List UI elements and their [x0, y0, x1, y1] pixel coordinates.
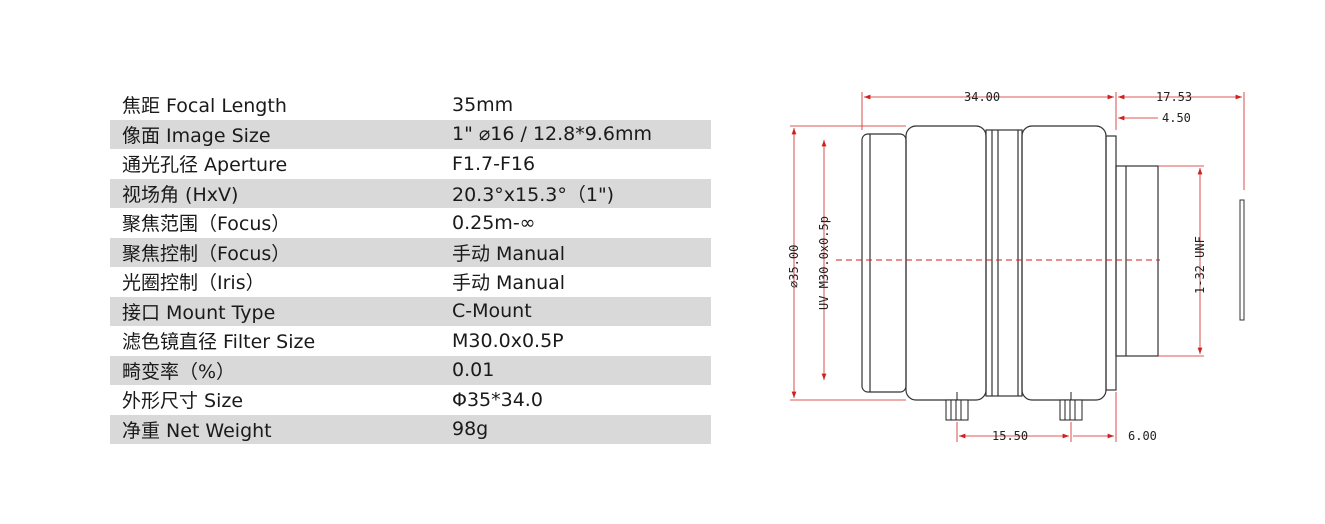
- spec-value: M30.0x0.5P: [452, 329, 564, 352]
- dimension-filter-thread: UV M30.0x0.5p: [817, 140, 831, 380]
- spec-value: 手动 Manual: [452, 242, 566, 265]
- rear-plate: [1239, 199, 1245, 321]
- dim-mount-thread-label: 1-32 UNF: [1193, 236, 1207, 294]
- spec-row-iris-control: 光圈控制（Iris） 手动 Manual: [110, 267, 711, 297]
- spec-row-focus-range: 聚焦范围（Focus） 0.25m-∞: [110, 208, 711, 238]
- dimension-screw-offset: 6.00: [1073, 392, 1157, 443]
- spec-value: 1" ⌀16 / 12.8*9.6mm: [452, 123, 653, 146]
- spec-value: Φ35*34.0: [452, 388, 543, 411]
- spec-row-aperture: 通光孔径 Aperture F1.7-F16: [110, 149, 711, 179]
- spec-table: 焦距 Focal Length 35mm 像面 Image Size 1" ⌀1…: [110, 90, 711, 444]
- spec-row-net-weight: 净重 Net Weight 98g: [110, 414, 711, 444]
- spec-value: 20.3°x15.3°（1"): [452, 183, 615, 206]
- spec-row-mount-type: 接口 Mount Type C-Mount: [110, 296, 711, 326]
- spec-value: 0.25m-∞: [452, 211, 536, 234]
- spec-row-focal-length: 焦距 Focal Length 35mm: [110, 90, 711, 120]
- dim-screw-spacing-label: 15.50: [992, 429, 1028, 443]
- spec-label: 畸变率（%）: [122, 360, 236, 383]
- dim-screw-offset-label: 6.00: [1128, 429, 1157, 443]
- spec-label: 焦距 Focal Length: [122, 95, 287, 118]
- spec-value: 0.01: [452, 359, 495, 382]
- dimension-mount-thread: 1-32 UNF: [1158, 165, 1207, 357]
- spec-label: 聚焦范围（Focus）: [122, 213, 291, 236]
- spec-row-field-of-view: 视场角 (HxV) 20.3°x15.3°（1"): [110, 178, 711, 208]
- spec-row-filter-size: 滤色镜直径 Filter Size M30.0x0.5P: [110, 326, 711, 356]
- spec-label: 接口 Mount Type: [122, 301, 276, 324]
- dimension-mount-length: 17.53: [1118, 90, 1245, 190]
- lock-screw-front: [945, 392, 969, 421]
- spec-value: F1.7-F16: [452, 152, 536, 175]
- spec-label: 滤色镜直径 Filter Size: [122, 331, 316, 354]
- spec-label: 聚焦控制（Focus）: [122, 242, 291, 265]
- spec-value: 手动 Manual: [452, 272, 566, 295]
- spec-row-size: 外形尺寸 Size Φ35*34.0: [110, 385, 711, 415]
- dim-mount-length-label: 17.53: [1156, 90, 1192, 104]
- dim-diameter-label: ⌀35.00: [787, 245, 801, 288]
- spec-label: 视场角 (HxV): [122, 183, 239, 206]
- spec-row-focus-control: 聚焦控制（Focus） 手动 Manual: [110, 237, 711, 267]
- spec-row-image-size: 像面 Image Size 1" ⌀16 / 12.8*9.6mm: [110, 119, 711, 149]
- dimension-diameter: ⌀35.00: [787, 125, 906, 401]
- dim-length-label: 34.00: [964, 90, 1000, 104]
- dim-thread-depth-label: 4.50: [1162, 111, 1191, 125]
- spec-row-distortion: 畸变率（%） 0.01: [110, 355, 711, 385]
- spec-label: 像面 Image Size: [122, 124, 271, 147]
- spec-label: 通光孔径 Aperture: [122, 154, 288, 177]
- dim-filter-thread-label: UV M30.0x0.5p: [817, 216, 831, 310]
- spec-value: 35mm: [452, 93, 514, 116]
- dimension-length: 34.00: [861, 90, 1117, 130]
- spec-label: 外形尺寸 Size: [122, 390, 244, 413]
- dimension-thread-depth: 4.50: [1118, 111, 1191, 125]
- spec-value: 98g: [452, 418, 489, 441]
- dimension-screw-spacing: 15.50: [956, 422, 1072, 443]
- spec-label: 光圈控制（Iris）: [122, 272, 265, 295]
- spec-label: 净重 Net Weight: [122, 419, 272, 442]
- lens-technical-drawing: 34.00 17.53 4.50 ⌀35.00 UV M30.0x0.5p 1-…: [787, 90, 1245, 443]
- spec-value: C-Mount: [452, 300, 532, 323]
- lock-screw-rear: [1059, 392, 1083, 421]
- lens-body-outline: [861, 125, 1159, 401]
